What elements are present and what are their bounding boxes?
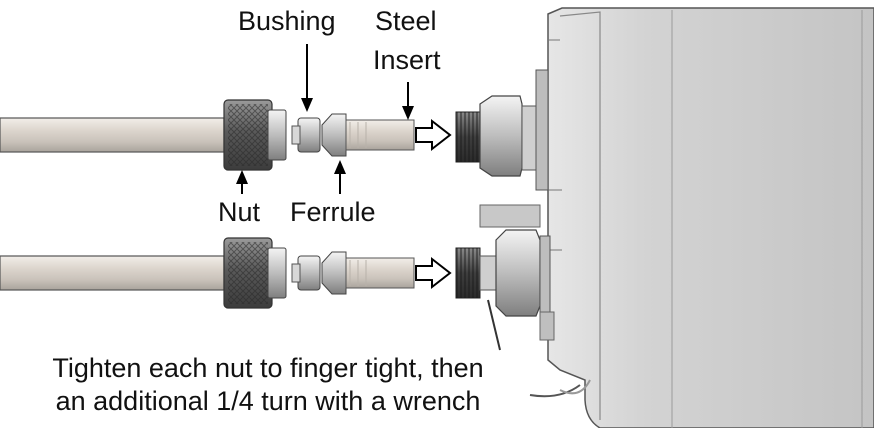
steel-insert-arrowhead <box>402 106 414 120</box>
lower-steel-insert-tube <box>345 257 415 289</box>
instruction-line-2: an additional 1/4 turn with a wrench <box>55 386 481 416</box>
upper-steel-insert-tube <box>345 119 415 151</box>
lower-fitting-assembly <box>0 204 555 351</box>
upper-bushing <box>297 117 321 153</box>
upper-insert-arrow <box>415 118 452 152</box>
lower-ferrule <box>321 251 347 295</box>
steel-insert-label-line1: Steel <box>375 6 437 36</box>
bushing-label: Bushing <box>238 6 336 36</box>
enclosure-housing <box>529 7 874 428</box>
lower-bushing <box>297 255 321 291</box>
nut-label: Nut <box>218 197 261 227</box>
ferrule-label: Ferrule <box>290 197 376 227</box>
steel-insert-label-line2: Insert <box>373 45 441 75</box>
lower-port-hex <box>495 229 541 317</box>
instruction-line-1: Tighten each nut to finger tight, then <box>52 353 484 383</box>
upper-tubing <box>0 117 225 153</box>
ferrule-arrowhead <box>334 160 346 174</box>
nut-arrowhead <box>236 170 248 184</box>
upper-fitting-assembly <box>0 69 549 191</box>
instruction-text: Tighten each nut to finger tight, then a… <box>4 352 532 418</box>
lower-insert-arrow <box>415 256 452 290</box>
upper-ferrule <box>321 113 347 157</box>
upper-port-hex <box>479 95 523 177</box>
lower-tubing <box>0 255 225 291</box>
callout-arrows <box>236 44 414 194</box>
bushing-arrowhead <box>301 98 313 112</box>
